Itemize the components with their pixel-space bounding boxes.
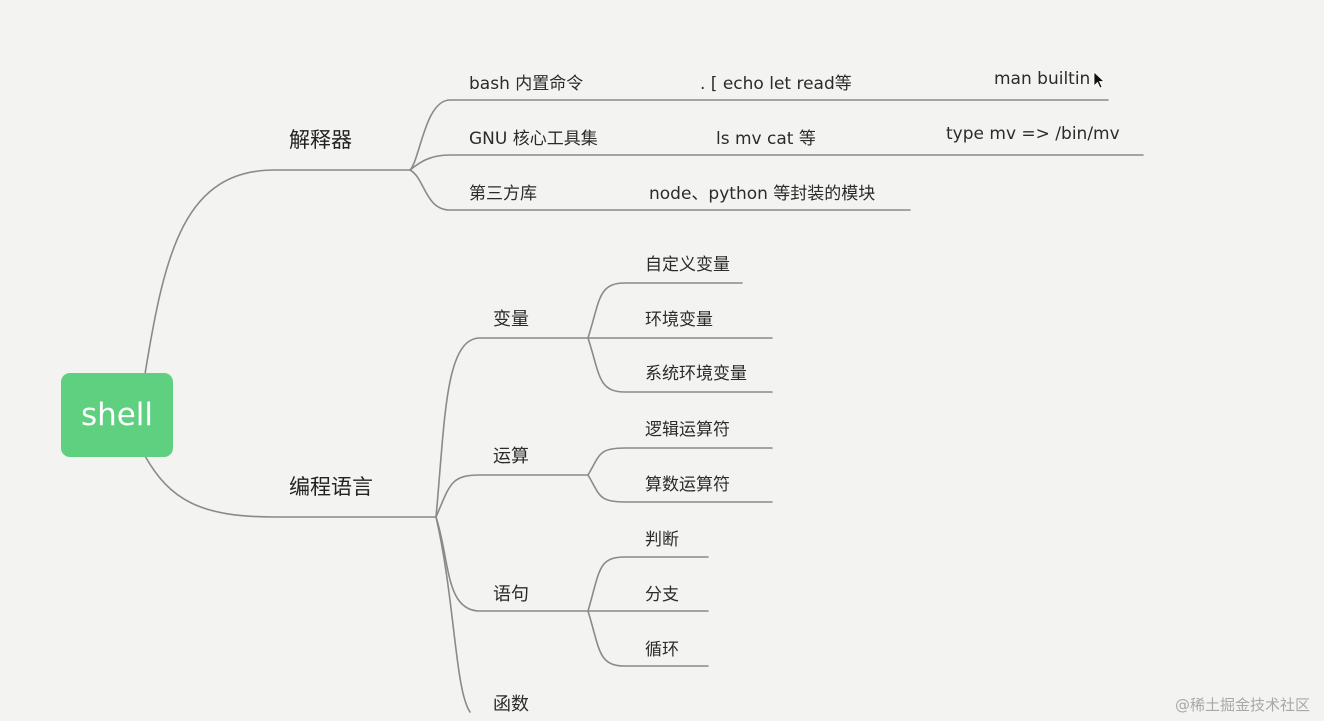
node-variable-child[interactable]: 环境变量	[645, 310, 713, 330]
node-gnu-label[interactable]: GNU 核心工具集	[469, 129, 598, 149]
connector-operation	[435, 474, 589, 518]
connector-statement	[435, 516, 589, 612]
mouse-cursor-icon	[1093, 71, 1105, 89]
root-label: shell	[80, 397, 154, 433]
connector-st-3	[587, 610, 709, 667]
connector-op-2	[587, 474, 773, 503]
connector-root-language	[144, 455, 437, 518]
connector-st-1	[587, 556, 709, 612]
root-node-shell[interactable]: shell	[61, 373, 173, 457]
connector-function	[435, 516, 471, 713]
branch-interpreter-label[interactable]: 解释器	[289, 128, 352, 152]
node-variable-child[interactable]: 自定义变量	[645, 255, 730, 275]
connector-root-interpreter	[144, 169, 411, 375]
connector-third	[409, 169, 911, 211]
connector-variable	[435, 337, 589, 518]
branch-language-label[interactable]: 编程语言	[289, 475, 373, 499]
connector-op-1	[587, 447, 773, 476]
node-third-label[interactable]: 第三方库	[469, 184, 537, 204]
node-operation-child[interactable]: 逻辑运算符	[645, 420, 730, 440]
node-gnu-detail: ls mv cat 等	[716, 129, 816, 149]
node-gnu-note: type mv => /bin/mv	[946, 124, 1120, 144]
node-function-label[interactable]: 函数	[493, 694, 529, 715]
node-statement-child[interactable]: 分支	[645, 585, 679, 605]
node-statement-child[interactable]: 循环	[645, 640, 679, 660]
watermark: @稀土掘金技术社区	[1174, 696, 1310, 714]
node-bash-detail: . [ echo let read等	[700, 74, 852, 94]
node-bash-label[interactable]: bash 内置命令	[469, 74, 584, 94]
node-third-detail: node、python 等封装的模块	[649, 184, 876, 204]
node-variable-child[interactable]: 系统环境变量	[645, 364, 747, 384]
node-statement-child[interactable]: 判断	[645, 530, 679, 550]
connector-var-1	[587, 282, 743, 339]
connector-var-3	[587, 337, 773, 393]
node-bash-note: man builtin	[994, 69, 1091, 89]
node-variable-label[interactable]: 变量	[493, 309, 529, 330]
node-operation-child[interactable]: 算数运算符	[645, 475, 730, 495]
connector-bash	[409, 99, 1109, 171]
node-operation-label[interactable]: 运算	[493, 446, 529, 467]
connector-gnu	[409, 154, 1144, 171]
node-statement-label[interactable]: 语句	[493, 584, 529, 605]
